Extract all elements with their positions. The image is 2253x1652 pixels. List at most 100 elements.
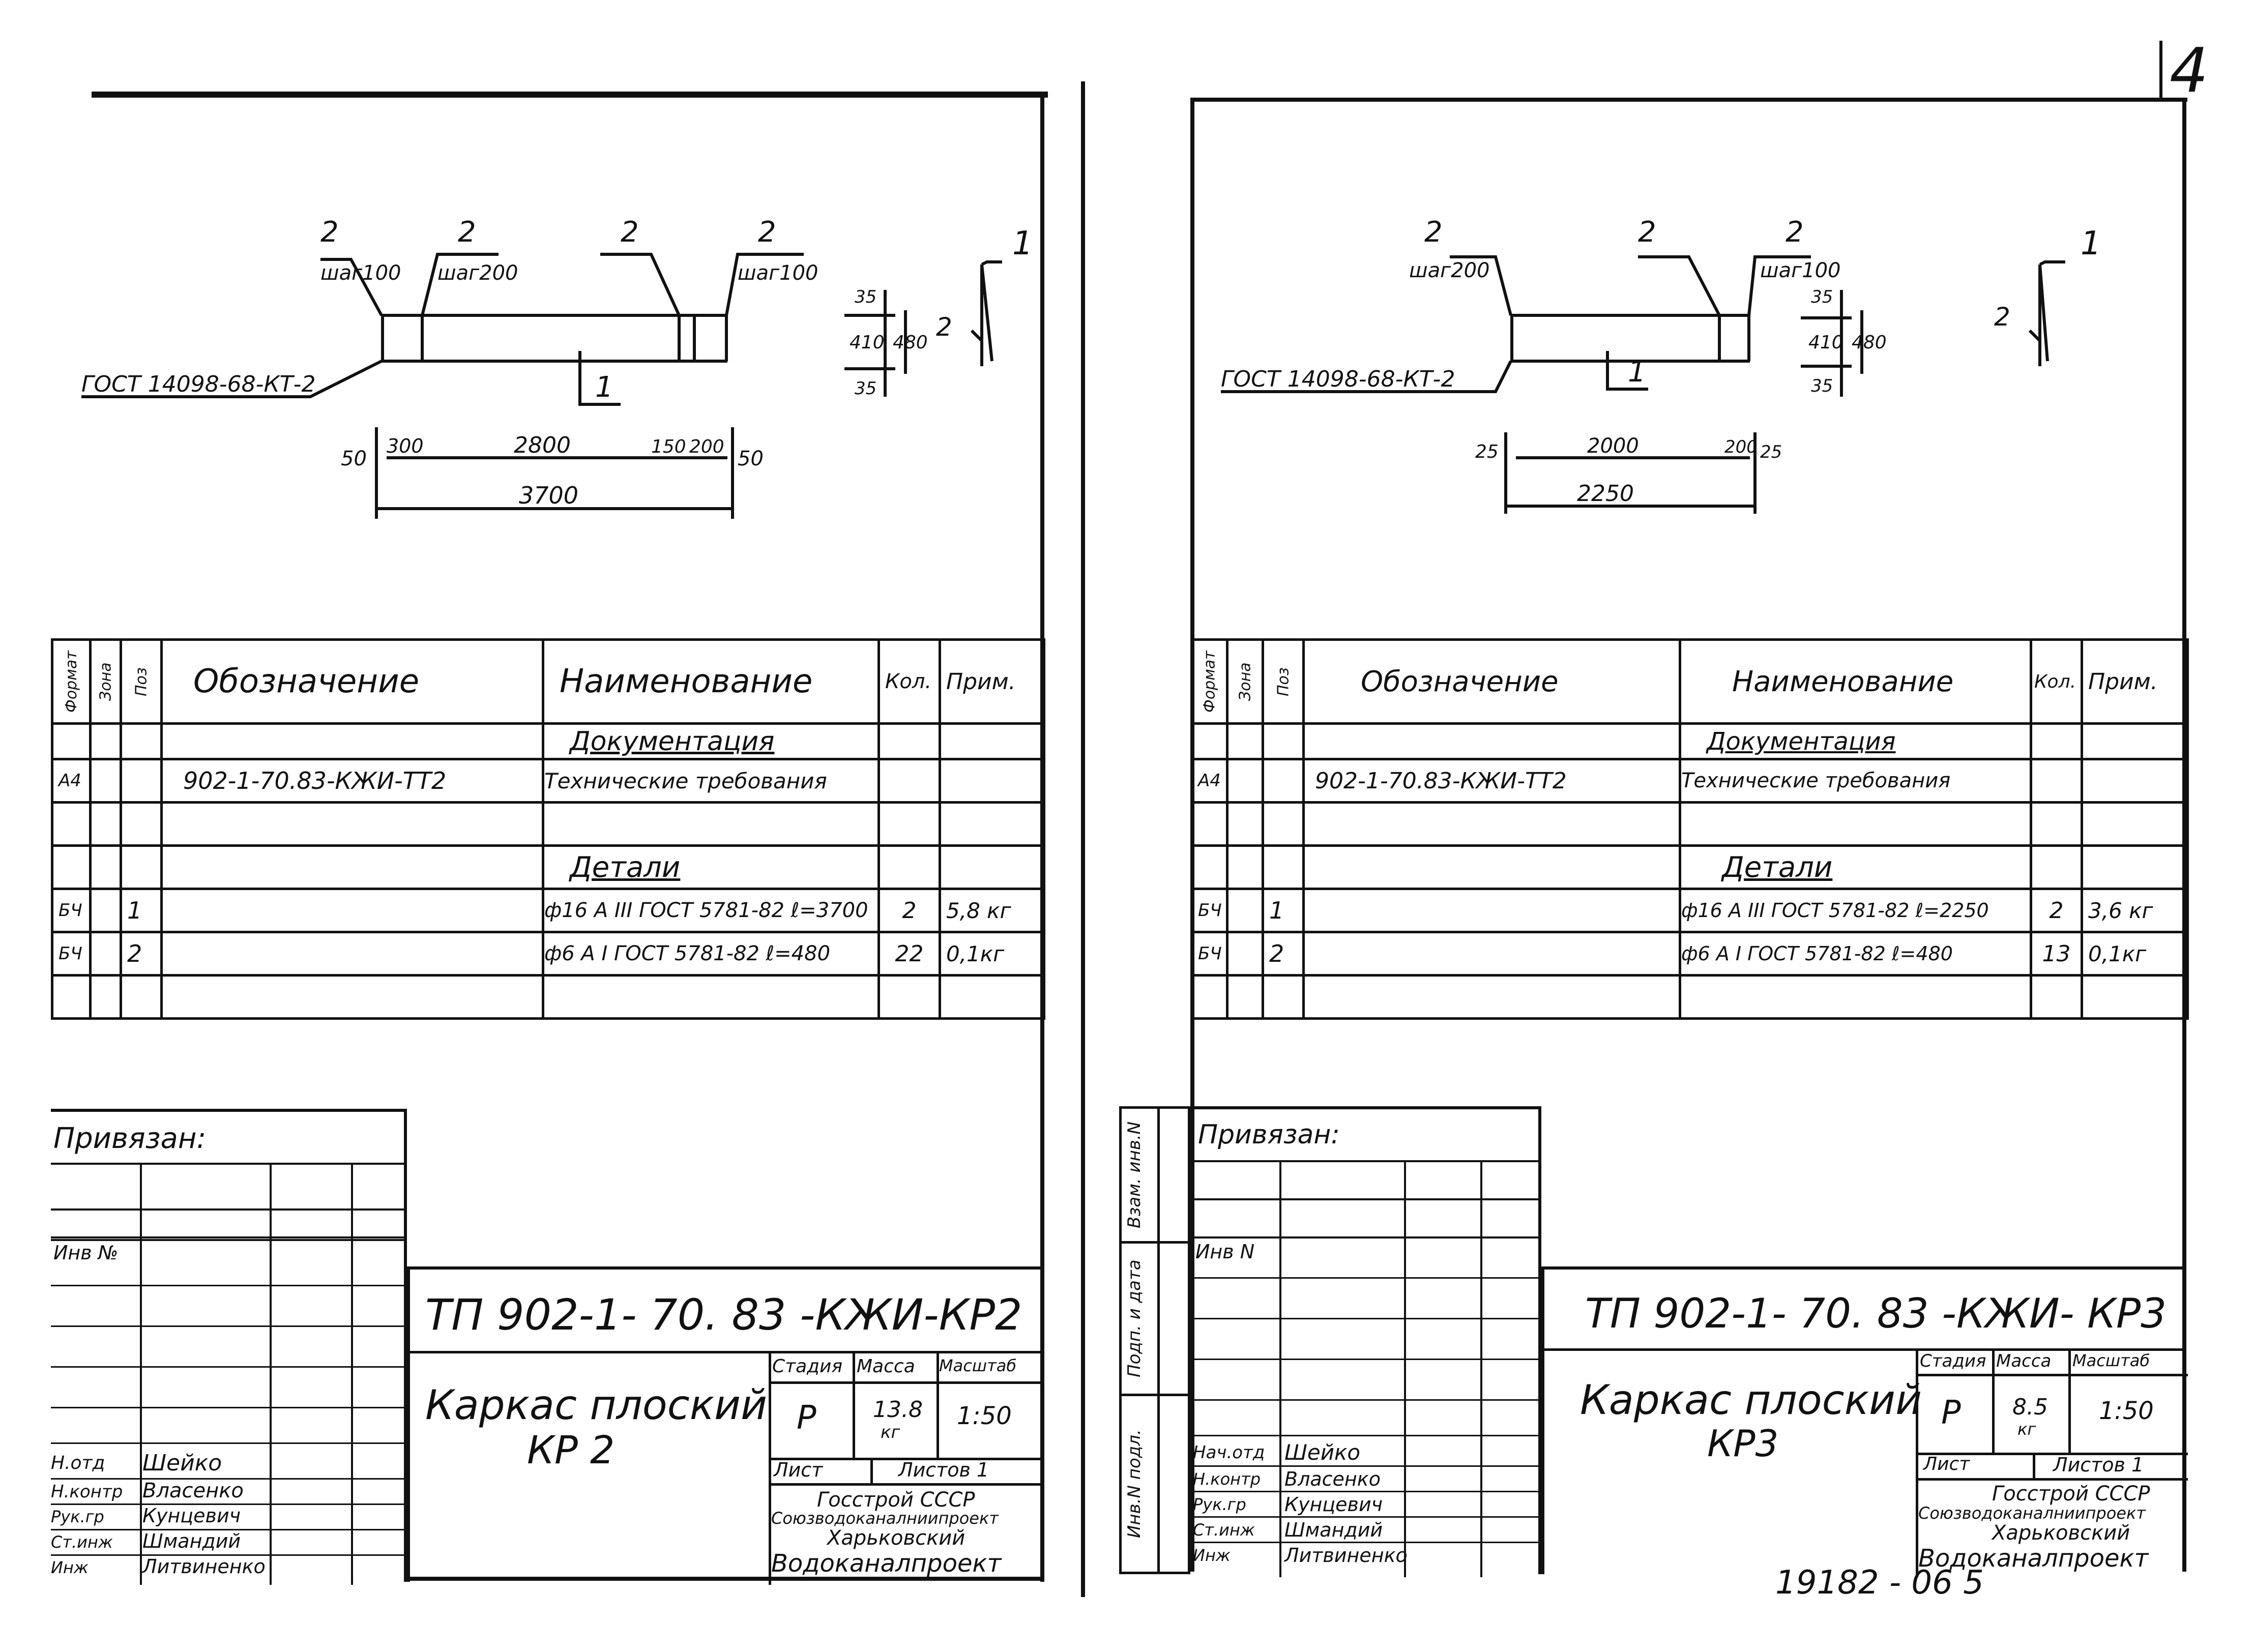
table-row bbox=[51, 974, 1045, 1020]
mass-value: 13.8 bbox=[873, 1397, 923, 1423]
table-row: Детали bbox=[1190, 844, 2189, 890]
page-number-bar bbox=[2159, 41, 2162, 102]
sheet-left: 2 2 2 2 1 2 шаг100 шаг200 шаг100 ГОСТ 14… bbox=[0, 0, 1078, 1652]
hdr-qty: Кол. bbox=[877, 638, 941, 725]
cell-format: БЧ bbox=[1190, 931, 1228, 977]
cell-name: ф16 А III ГОСТ 5781-82 ℓ=2250 bbox=[1679, 888, 2032, 933]
dim-2000: 2000 bbox=[1587, 434, 1639, 458]
dim-35-bottom: 35 bbox=[1811, 376, 1833, 396]
hdr-zone: Зона bbox=[1227, 639, 1263, 724]
section-parts: Детали bbox=[542, 844, 880, 890]
title-block: ТП 902-1- 70. 83 -КЖИ- КР3 Каркас плоски… bbox=[1541, 1266, 2188, 1577]
inv-label: Инв № bbox=[53, 1242, 119, 1264]
name-cell: Литвиненко bbox=[1284, 1544, 1408, 1567]
cell-pos: 1 bbox=[1262, 888, 1305, 933]
doc-title-line2: КР3 bbox=[1707, 1422, 1779, 1465]
mass-unit: кг bbox=[881, 1422, 900, 1442]
cell-note: 0,1кг bbox=[2081, 931, 2189, 977]
role-cell: Рук.гр bbox=[1193, 1495, 1246, 1514]
cell-note: 3,6 кг bbox=[2081, 888, 2189, 933]
side-label-vzam: Взам. инв.N bbox=[1124, 1121, 1145, 1229]
table-row: Документация bbox=[51, 722, 1045, 760]
cell-pos: 2 bbox=[120, 931, 163, 977]
cell-designation: 902-1-70.83-КЖИ-ТТ2 bbox=[160, 758, 544, 804]
dim-3700: 3700 bbox=[519, 482, 578, 509]
dim-410: 410 bbox=[1808, 332, 1844, 353]
section-label: 1 bbox=[1628, 356, 1646, 389]
org-line: Харьковский bbox=[827, 1526, 965, 1550]
binding-label: Привязан: bbox=[53, 1122, 207, 1155]
spec-table: Формат Зона Поз Обозначение Наименование… bbox=[1190, 638, 2189, 1020]
dim-150: 150 bbox=[651, 436, 686, 457]
dim-410: 410 bbox=[850, 332, 885, 353]
org-line: Госстрой СССР bbox=[817, 1488, 975, 1512]
frame-drawing-kr2: 2 2 2 2 1 2 шаг100 шаг200 шаг100 ГОСТ 14… bbox=[81, 216, 1033, 519]
section-docs: Документация bbox=[542, 722, 880, 760]
dim-2800: 2800 bbox=[514, 432, 571, 458]
label-pos2-d: 2 bbox=[758, 216, 776, 249]
doc-code: ТП 902-1- 70. 83 -КЖИ-КР2 bbox=[425, 1290, 1022, 1340]
side-label-podp: Подп. и дата bbox=[1124, 1259, 1145, 1378]
mass-unit: кг bbox=[2017, 1420, 2036, 1439]
hdr-name: Наименование bbox=[1679, 638, 2032, 725]
stage-value: Р bbox=[1941, 1394, 1961, 1432]
table-row bbox=[1190, 974, 2189, 1020]
gost-label: ГОСТ 14098-68-КТ-2 bbox=[1221, 366, 1455, 392]
dim-35-bottom: 35 bbox=[855, 378, 876, 399]
role-cell: Ст.инж bbox=[51, 1532, 113, 1552]
col-scale: Масштаб bbox=[939, 1356, 1017, 1375]
pitch-1: шаг100 bbox=[320, 261, 401, 285]
dim-200: 200 bbox=[689, 436, 724, 457]
label-pos2-c: 2 bbox=[1786, 216, 1804, 249]
title-block: ТП 902-1- 70. 83 -КЖИ-КР2 Каркас плоский… bbox=[407, 1266, 1043, 1585]
dim-480: 480 bbox=[893, 332, 928, 353]
table-row: Детали bbox=[51, 844, 1045, 890]
role-cell: Инж bbox=[51, 1558, 89, 1577]
dim-35-top: 35 bbox=[855, 287, 876, 307]
name-cell: Власенко bbox=[1284, 1468, 1381, 1490]
dim-200: 200 bbox=[1724, 437, 1758, 457]
page-number: 4 bbox=[2170, 36, 2209, 106]
section-label: 1 bbox=[595, 371, 613, 404]
hdr-qty: Кол. bbox=[2030, 638, 2083, 725]
label-pos2-b: 2 bbox=[458, 216, 476, 249]
name-cell: Шейко bbox=[1284, 1440, 1361, 1465]
table-row: БЧ 2 ф6 А I ГОСТ 5781-82 ℓ=480 22 0,1кг bbox=[51, 931, 1045, 977]
cell-note: 0,1кг bbox=[939, 931, 1045, 977]
org-line: Харьковский bbox=[1992, 1521, 2130, 1545]
label-pos1: 1 bbox=[1012, 225, 1033, 262]
dim-35-top: 35 bbox=[1811, 287, 1833, 307]
mass-value: 8.5 bbox=[2012, 1394, 2048, 1420]
cell-qty: 2 bbox=[877, 888, 941, 933]
name-cell: Шмандий bbox=[1284, 1519, 1383, 1541]
binding-block: Привязан: Инв N Нач.отд Шейко Н.контр Вл… bbox=[1190, 1106, 1541, 1577]
scale-value: 1:50 bbox=[957, 1402, 1012, 1430]
doc-title-line1: Каркас плоский bbox=[1580, 1376, 1922, 1424]
col-scale: Масштаб bbox=[2072, 1351, 2150, 1370]
name-cell: Кунцевич bbox=[142, 1504, 241, 1527]
cell-format: БЧ bbox=[51, 888, 92, 933]
col-mass: Масса bbox=[857, 1356, 915, 1377]
table-row bbox=[1190, 801, 2189, 847]
role-cell: Рук.гр bbox=[51, 1507, 104, 1526]
dim-480: 480 bbox=[1852, 332, 1887, 353]
sheets-label: Листов 1 bbox=[898, 1459, 989, 1481]
dim-300: 300 bbox=[387, 435, 424, 457]
table-row: А4 902-1-70.83-КЖИ-ТТ2 Технические требо… bbox=[1190, 758, 2189, 804]
role-cell: Инж bbox=[1193, 1546, 1231, 1565]
hdr-name: Наименование bbox=[542, 638, 880, 725]
cell-name: Технические требования bbox=[542, 758, 880, 804]
frame-bottom bbox=[407, 1577, 1043, 1581]
label-pos2-side: 2 bbox=[936, 312, 952, 342]
dim-25-left: 25 bbox=[1475, 441, 1499, 462]
side-strip: Взам. инв.N Подп. и дата Инв.N подл. bbox=[1119, 1106, 1190, 1574]
pitch-2: шаг100 bbox=[1760, 259, 1840, 282]
doc-title-line1: Каркас плоский bbox=[425, 1381, 768, 1429]
doc-title-line2: КР 2 bbox=[527, 1427, 615, 1472]
frame-top bbox=[1190, 98, 2187, 102]
cell-qty: 2 bbox=[2030, 888, 2083, 933]
dim-50-left: 50 bbox=[341, 447, 367, 470]
table-row: БЧ 2 ф6 А I ГОСТ 5781-82 ℓ=480 13 0,1кг bbox=[1190, 931, 2189, 977]
name-cell: Шмандий bbox=[142, 1530, 241, 1552]
hdr-designation: Обозначение bbox=[160, 638, 544, 725]
